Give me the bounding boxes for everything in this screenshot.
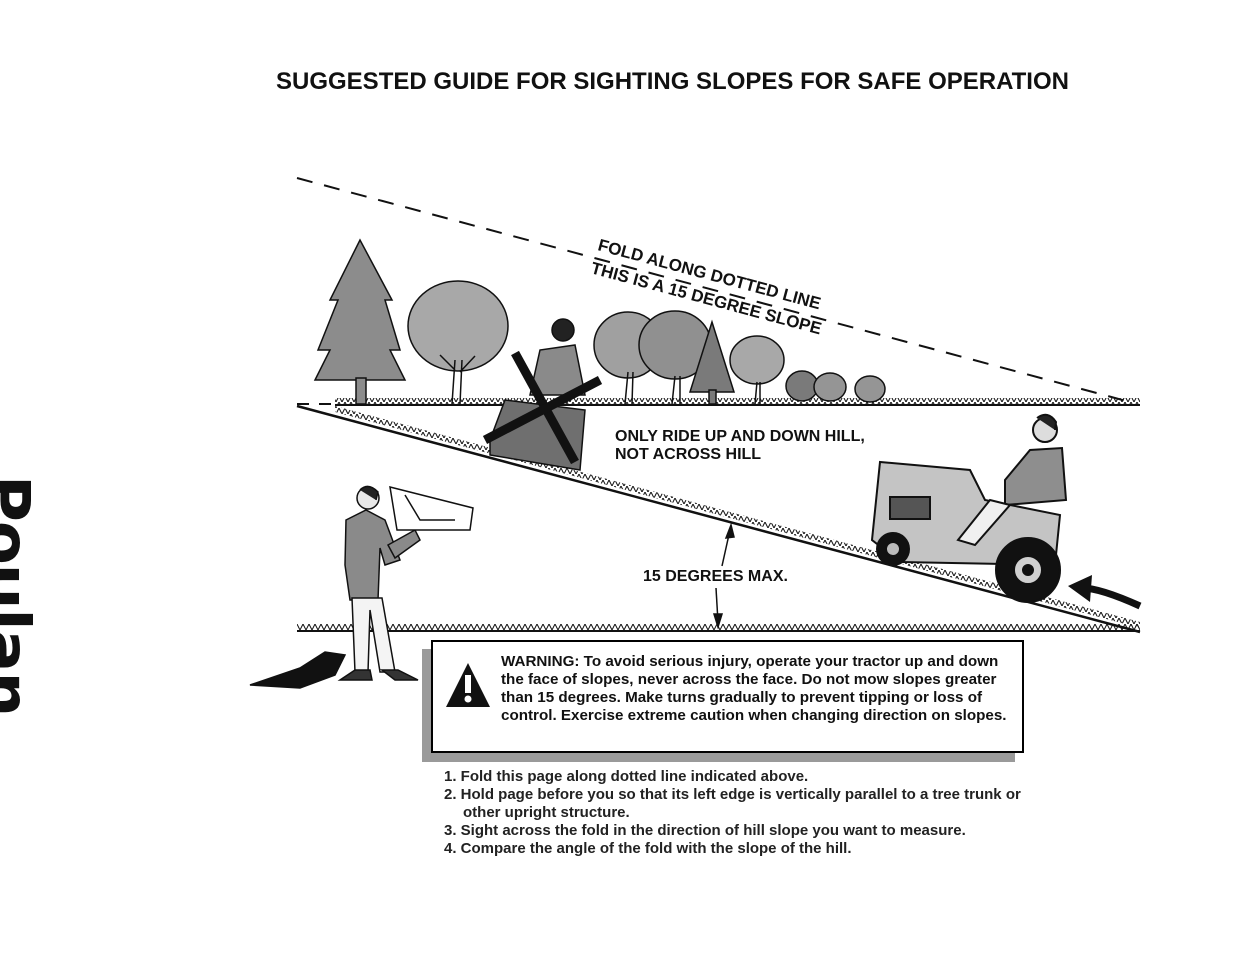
person-sighting — [249, 485, 474, 689]
list-item: 2. Hold page before you so that its left… — [444, 786, 1021, 821]
warning-text: WARNING: To avoid serious injury, operat… — [501, 653, 1007, 724]
round-tree — [407, 280, 509, 372]
list-item: 3. Sight across the fold in the directio… — [444, 822, 966, 839]
angle-indicator — [712, 522, 735, 630]
list-item: 4. Compare the angle of the fold with th… — [444, 840, 852, 857]
instruction-list: 1. Fold this page along dotted line indi… — [444, 768, 1043, 858]
round-tree — [729, 335, 785, 385]
page-title: SUGGESTED GUIDE FOR SIGHTING SLOPES FOR … — [276, 68, 1069, 95]
crossed-out-tractor — [482, 318, 603, 471]
ride-instruction-line2: NOT ACROSS HILL — [615, 446, 761, 463]
correct-tractor — [870, 413, 1068, 603]
warning-triangle-icon — [446, 663, 490, 707]
angle-label: 15 DEGREES MAX. — [643, 568, 788, 585]
warning-box: WARNING: To avoid serious injury, operat… — [431, 640, 1024, 753]
list-item: 1. Fold this page along dotted line indi… — [444, 768, 809, 785]
tree-group — [313, 238, 886, 405]
fold-dashed-line — [296, 177, 1131, 403]
upper-ground — [335, 398, 1140, 405]
pine-tree — [313, 238, 407, 381]
ride-instruction-line1: ONLY RIDE UP AND DOWN HILL, — [615, 428, 865, 445]
